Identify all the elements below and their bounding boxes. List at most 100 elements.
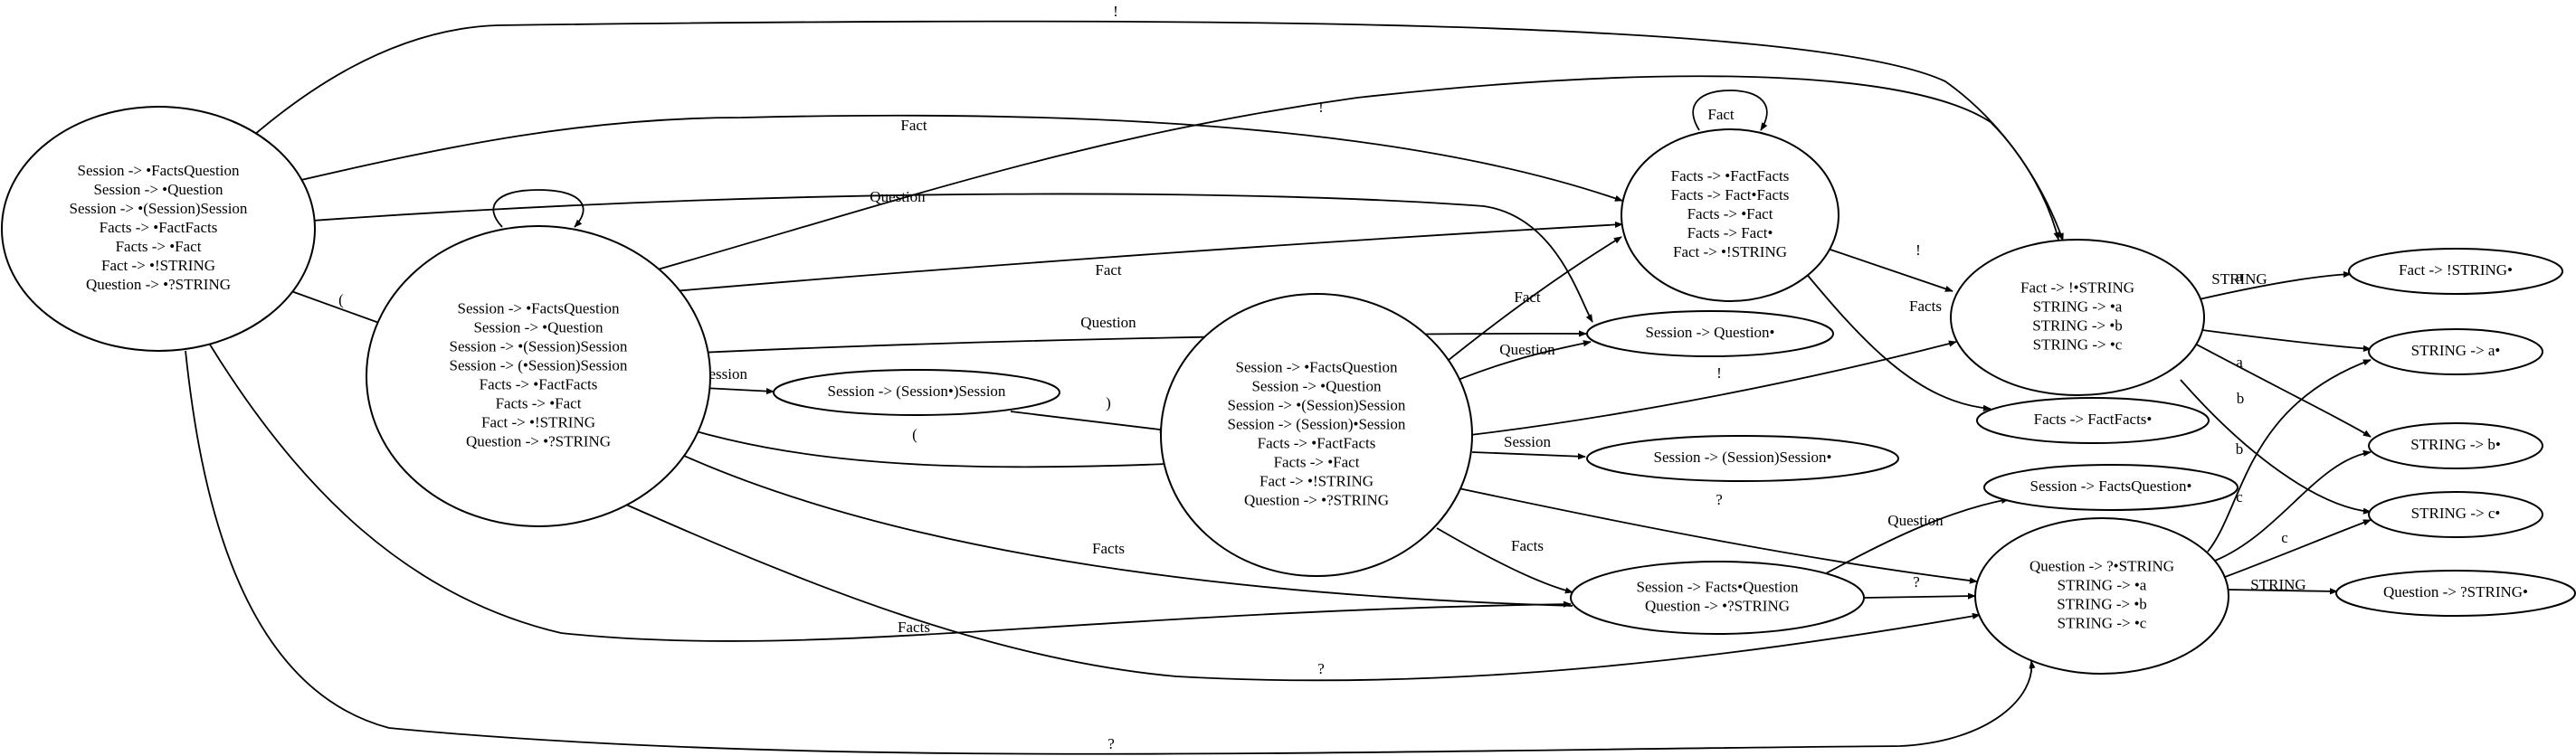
edge-line [2192, 342, 2372, 438]
edge-label: Facts [1511, 537, 1544, 554]
edge-line [651, 75, 2060, 272]
edge-line [311, 193, 1593, 323]
edge-line [2180, 379, 2372, 515]
edge-s4-s8: ! [1827, 241, 1953, 292]
edge-line [2201, 329, 2372, 352]
edge-s0-s7: Facts [209, 344, 1572, 642]
state-item: Fact -> •!STRING [1259, 472, 1374, 489]
edge-s0-s1: ( [290, 290, 390, 327]
state-ellipse [1976, 397, 2210, 444]
edge-s2-s3: ) [1010, 394, 1168, 433]
edge-s8-s15: c [2180, 379, 2372, 515]
edge-line [290, 290, 390, 327]
state-item: Session -> •Question [93, 181, 223, 198]
edge-label: ? [1107, 735, 1115, 752]
edge-label: ) [1106, 394, 1111, 411]
edge-line [1827, 248, 1953, 292]
edge-label: Facts [1909, 298, 1942, 315]
state-item: Question -> •?STRING [1244, 491, 1389, 508]
edge-line [492, 189, 585, 228]
edge-line [2227, 588, 2338, 595]
edge-s3-s4: Fact [1433, 236, 1622, 373]
state-item: Facts -> •FactFacts [480, 375, 598, 392]
edge-s11-s15: c [2224, 519, 2372, 578]
state-ellipse [1983, 464, 2239, 511]
edge-line [660, 420, 1168, 468]
edge-label: Question [870, 188, 926, 205]
edges: !FactQuestion(Facts?(!FactQuestionSessio… [185, 3, 2372, 755]
state-item: Session -> •FactsQuestion [458, 299, 620, 317]
edge-line [1471, 451, 1586, 460]
state-item: Session -> •FactsQuestion [1236, 358, 1398, 375]
state-item: Question -> •?STRING [1645, 597, 1790, 614]
edge-label: Fact [1095, 261, 1122, 279]
edge-label: ( [912, 426, 917, 443]
state-node-s5: Session -> Question• [1586, 310, 1834, 357]
state-ellipse [1621, 128, 1839, 302]
edge-line [1863, 592, 1976, 600]
state-item: Facts -> •FactFacts [1671, 167, 1790, 184]
edge-line [2194, 270, 2352, 301]
edge-s8-s12: STRING [2194, 270, 2352, 301]
edge-label: Question [1080, 314, 1136, 331]
edge-s0-s11: ? [185, 350, 2036, 755]
edge-s4-s9: Facts [1800, 266, 1991, 411]
edge-line [1010, 411, 1168, 433]
edge-label: ( [338, 291, 344, 308]
state-item: Session -> (•Session)Session [450, 356, 628, 373]
edge-s1-s11: ? [625, 504, 1981, 682]
state-item: Question -> •?STRING [466, 432, 611, 449]
edge-label: b [2237, 390, 2245, 407]
edge-label: Facts [898, 619, 930, 636]
state-item: STRING -> b• [2410, 436, 2501, 453]
state-item: Facts -> •FactFacts [100, 219, 218, 236]
state-item: STRING -> a• [2411, 342, 2501, 359]
state-item: Facts -> •FactFacts [1258, 434, 1376, 451]
edge-line [699, 330, 1587, 354]
edge-label: c [2236, 488, 2243, 506]
edge-s1-s2: Session [700, 365, 775, 395]
edge-s7-s1: Facts [661, 445, 1573, 607]
state-ellipse [2348, 248, 2563, 295]
edge-line [1469, 340, 1957, 436]
state-item: Fact -> •!STRING [1673, 243, 1787, 260]
edge-s11-s14: b [2214, 440, 2372, 562]
state-item: Facts -> •Fact [496, 394, 582, 411]
edge-s8-s14: b [2192, 342, 2372, 438]
edge-label: Facts [1092, 540, 1125, 557]
edge-label: c [2281, 529, 2288, 546]
edge-s3-s11: ? [1458, 487, 1978, 584]
state-ellipse [2335, 570, 2576, 617]
state-ellipse [1586, 310, 1834, 357]
edge-label: b [2236, 440, 2244, 458]
state-item: Facts -> Fact•Facts [1671, 186, 1790, 203]
state-item: STRING -> c• [2411, 505, 2501, 522]
edge-s3-s7: Facts [1436, 527, 1573, 594]
edge-s0-s5: Question [311, 188, 1593, 323]
state-item: STRING -> •b [2032, 317, 2123, 334]
edge-s1-s5: Question [699, 314, 1587, 354]
edge-label: ! [1113, 3, 1118, 20]
edge-label: Question [1887, 512, 1944, 529]
state-item: Question -> •?STRING [86, 276, 231, 293]
state-node-s16: Question -> ?STRING• [2335, 570, 2576, 617]
state-ellipse [1, 106, 316, 352]
state-item: STRING -> •a [2058, 576, 2147, 593]
state-item: STRING -> •a [2033, 298, 2123, 315]
state-item: Facts -> •Fact [1687, 205, 1773, 222]
edge-line [239, 20, 2064, 241]
state-item: Fact -> •!STRING [481, 413, 595, 430]
edge-label: Fact [1707, 106, 1735, 123]
state-item: Session -> Facts•Question [1637, 578, 1799, 595]
edge-label: a [2236, 354, 2243, 371]
state-node-s10: Session -> FactsQuestion• [1983, 464, 2239, 511]
state-item: Session -> (Session•)Session [828, 383, 1006, 400]
state-node-s12: Fact -> !STRING• [2348, 248, 2563, 295]
state-item: Session -> •Question [1251, 377, 1382, 394]
state-ellipse [773, 369, 1060, 416]
edge-label: STRING [2211, 270, 2267, 288]
